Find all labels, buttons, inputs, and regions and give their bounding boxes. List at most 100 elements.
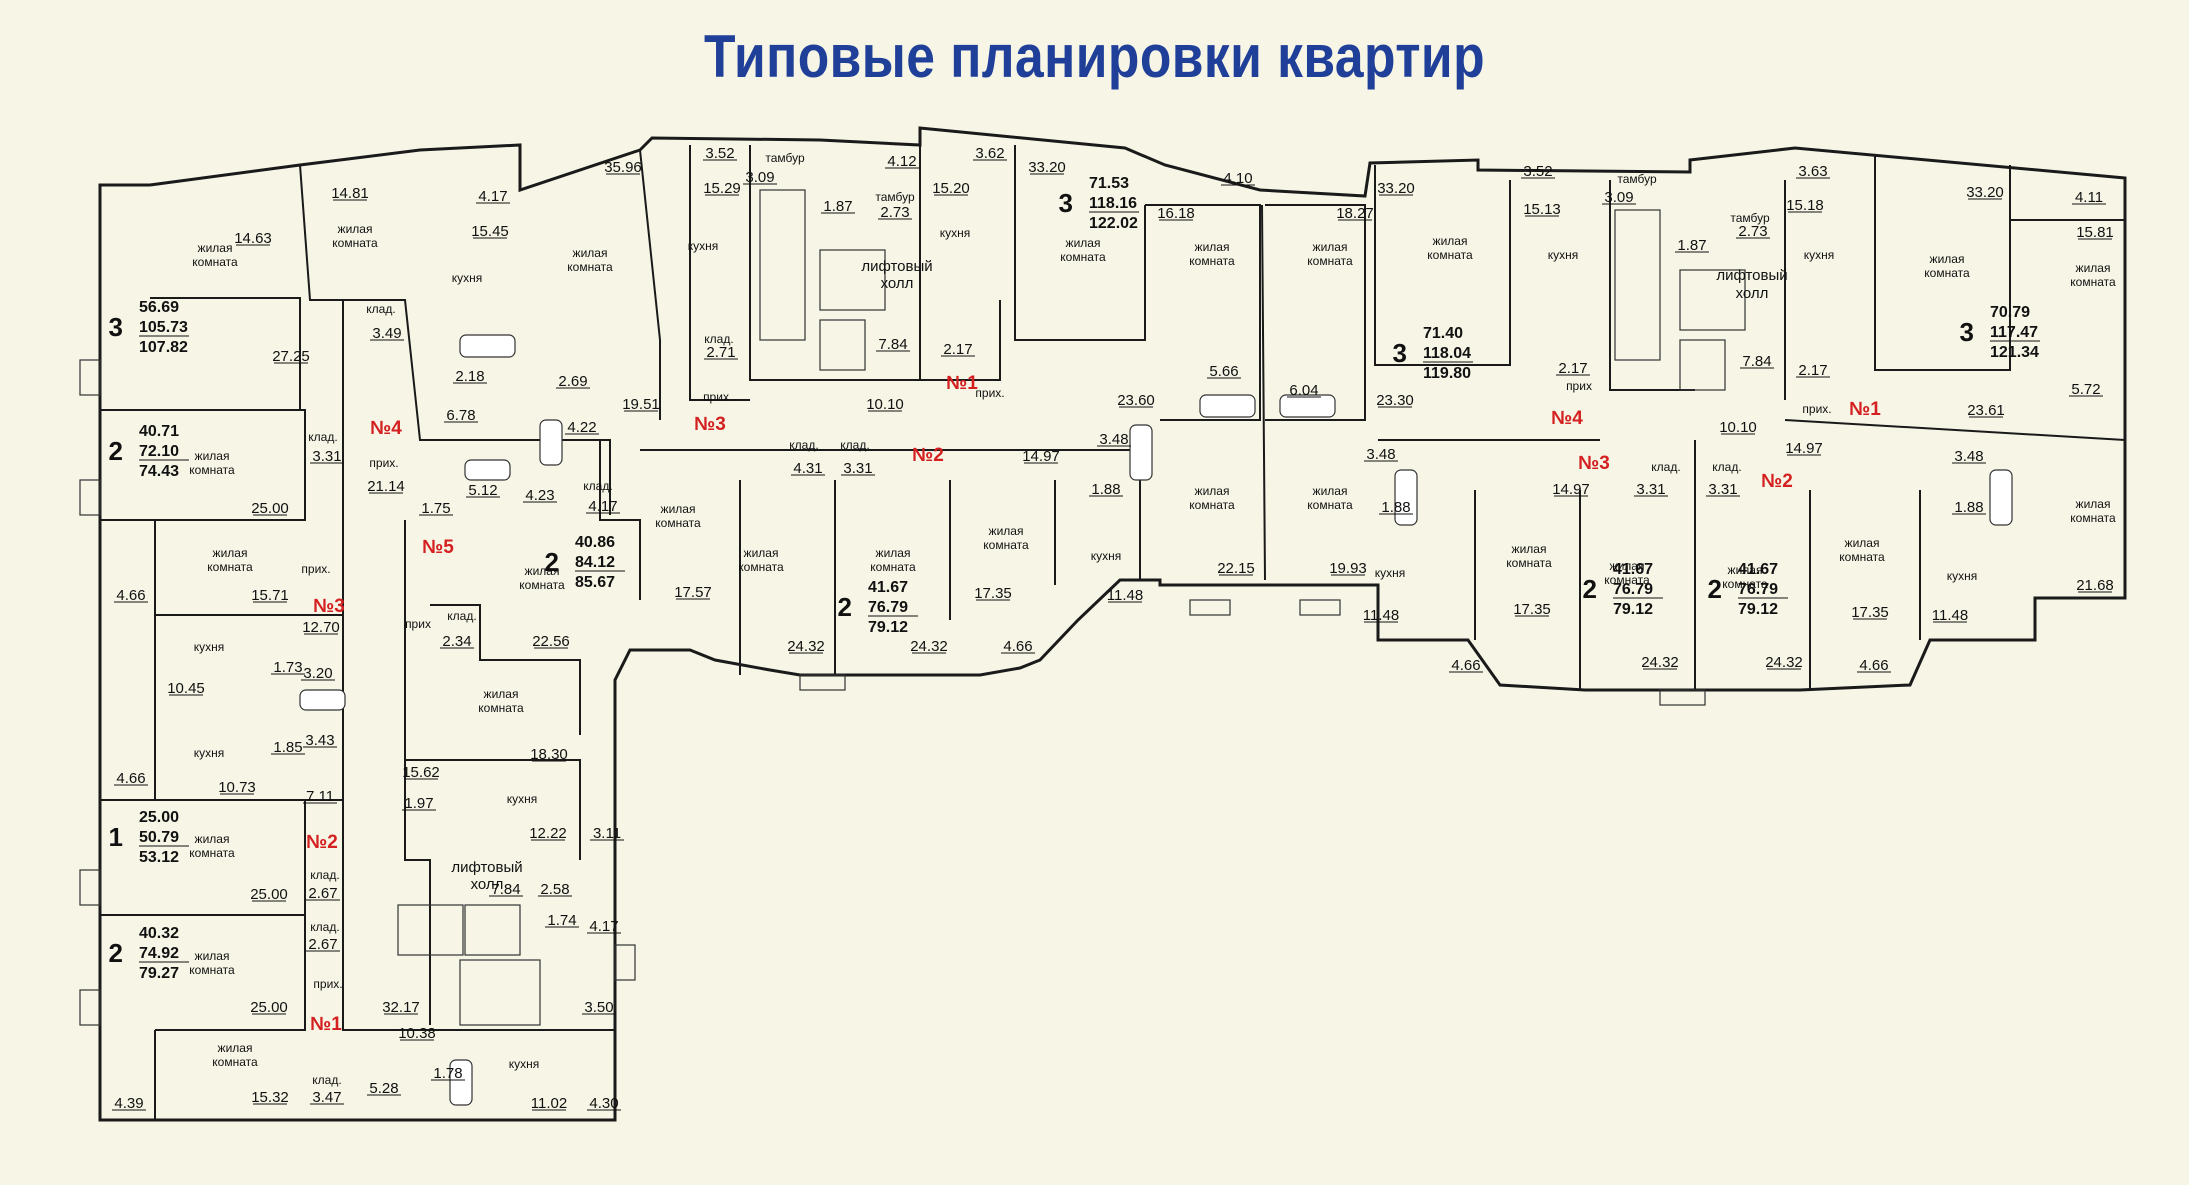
total-area: 74.92 [139, 945, 179, 962]
area-with-balcony: 119.80 [1423, 365, 1471, 382]
room-area-label: 15.81 [2076, 224, 2114, 241]
room-area-label: 7.11 [306, 788, 334, 805]
room-area-label: 1.88 [1954, 499, 1983, 516]
stair-block [459, 959, 541, 1026]
room-type-label: жилая [213, 546, 248, 560]
room-area-label: 1.88 [1091, 481, 1120, 498]
room-area-label: 14.81 [331, 185, 369, 202]
room-type-label: жилая [338, 222, 373, 236]
apartment-number: №1 [310, 1014, 342, 1035]
room-area-label: 1.74 [547, 912, 576, 929]
room-area-label: 6.04 [1289, 382, 1318, 399]
room-area-label: 14.97 [1552, 481, 1590, 498]
room-count: 1 [109, 822, 123, 852]
room-area-label: 5.66 [1209, 363, 1238, 380]
room-area-label: 3.48 [1099, 431, 1128, 448]
room-area-label: 3.09 [745, 169, 774, 186]
room-area-label: 35.96 [604, 159, 642, 176]
room-area-label: 4.39 [114, 1095, 143, 1112]
room-type-label: кухня [1947, 569, 1978, 583]
room-type-label: комната [189, 463, 235, 477]
hall-label: холл [1736, 285, 1769, 302]
room-count: 2 [1583, 574, 1597, 604]
area-with-balcony: 53.12 [139, 849, 179, 866]
room-type-label: клад. [1712, 460, 1741, 474]
total-area: 117.47 [1990, 324, 2038, 341]
room-type-label: кухня [1548, 248, 1579, 262]
room-area-label: 2.58 [540, 881, 569, 898]
room-area-label: 25.00 [250, 999, 288, 1016]
apartment-number: №3 [313, 596, 345, 617]
room-area-label: 1.97 [404, 795, 433, 812]
room-type-label: жилая [1066, 236, 1101, 250]
room-type-label: комната [1307, 254, 1353, 268]
room-area-label: 1.75 [421, 500, 450, 517]
room-area-label: 23.30 [1376, 392, 1414, 409]
room-type-label: клад. [789, 438, 818, 452]
room-type-label: прих. [975, 386, 1004, 400]
room-area-label: 27.25 [272, 348, 310, 365]
apartment-number: №4 [370, 418, 402, 439]
room-area-label: 2.67 [308, 936, 337, 953]
room-area-label: 3.63 [1798, 163, 1827, 180]
room-type-label: клад. [704, 332, 733, 346]
room-type-label: кухня [1375, 566, 1406, 580]
room-area-label: 15.13 [1523, 201, 1561, 218]
room-area-label: 22.15 [1217, 560, 1255, 577]
room-area-label: 1.78 [433, 1065, 462, 1082]
bathtub [464, 459, 511, 481]
inner-wall [639, 149, 661, 420]
room-type-label: жилая [876, 546, 911, 560]
room-type-label: кухня [688, 239, 719, 253]
room-type-label: жилая [1610, 559, 1645, 573]
hall-label: холл [471, 876, 504, 893]
room-area-label: 3.47 [312, 1089, 341, 1106]
room-type-label: комната [1427, 248, 1473, 262]
room-area-label: 3.31 [312, 448, 341, 465]
room-area-label: 23.61 [1967, 402, 2005, 419]
room-type-label: комната [189, 846, 235, 860]
living-area: 40.71 [139, 423, 179, 440]
elevator-shaft [397, 904, 464, 956]
room-type-label: жилая [1845, 536, 1880, 550]
apartment-number: №3 [694, 414, 726, 435]
room-area-label: 4.66 [116, 587, 145, 604]
room-area-label: 18.27 [1336, 205, 1374, 222]
room-type-label: жилая [1728, 563, 1763, 577]
stair-block [1614, 209, 1661, 361]
room-area-label: 3.31 [843, 460, 872, 477]
room-area-label: 4.17 [588, 498, 617, 515]
room-type-label: кухня [452, 271, 483, 285]
total-area: 118.04 [1423, 345, 1471, 362]
room-type-label: клад. [840, 438, 869, 452]
elevator-shaft [1679, 339, 1726, 391]
bathtub [1199, 394, 1256, 418]
room-area-label: 2.69 [558, 373, 587, 390]
inner-wall [405, 759, 581, 860]
room-area-label: 11.48 [1363, 607, 1399, 624]
room-area-label: 2.17 [943, 341, 972, 358]
room-area-label: 33.20 [1377, 180, 1415, 197]
room-type-label: комната [2070, 511, 2116, 525]
room-type-label: жилая [1195, 240, 1230, 254]
room-area-label: 14.97 [1022, 448, 1060, 465]
total-area: 118.16 [1089, 195, 1137, 212]
room-type-label: жилая [744, 546, 779, 560]
living-area: 40.86 [575, 534, 615, 551]
page-title: Типовые планировки квартир [703, 23, 1486, 90]
inner-wall [342, 300, 615, 1031]
room-type-label: комната [983, 538, 1029, 552]
room-area-label: 3.20 [303, 665, 332, 682]
room-type-label: жилая [1930, 252, 1965, 266]
bathtub [299, 689, 346, 711]
room-type-label: жилая [195, 832, 230, 846]
room-area-label: 2.17 [1798, 362, 1827, 379]
room-area-label: 4.10 [1223, 170, 1252, 187]
room-type-label: жилая [989, 524, 1024, 538]
room-type-label: жилая [573, 246, 608, 260]
inner-wall [1609, 180, 1695, 391]
apartment-number: №1 [1849, 399, 1881, 420]
room-area-label: 24.32 [787, 638, 825, 655]
room-type-label: клад. [1651, 460, 1680, 474]
elevator-shaft [819, 319, 866, 371]
